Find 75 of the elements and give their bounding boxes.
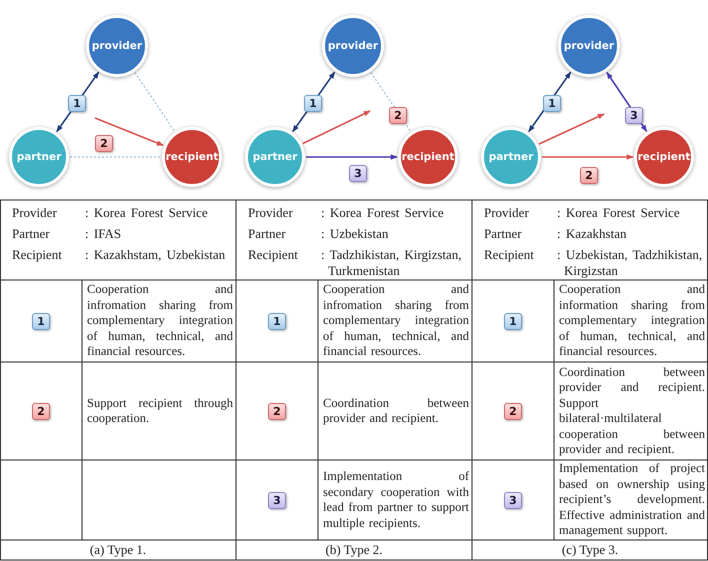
callout-number: 2	[504, 402, 522, 420]
node-label: recipient	[638, 151, 690, 163]
field-name: Partner	[484, 226, 522, 242]
recipient-circle	[162, 127, 222, 187]
callout-number: 2	[95, 134, 113, 152]
callout-number: 1	[268, 312, 286, 330]
field-value: : Uzbekistan, Tadzhikistan, Kirgizstan	[557, 247, 704, 279]
field-value: : Korea Forest Service	[557, 205, 681, 221]
field-value: : Kazakhstam, Uzbekistan	[85, 247, 226, 263]
callout-number: 2	[32, 402, 50, 420]
field-value: : Korea Forest Service	[85, 205, 209, 221]
description-text: Coordination between provider and recipient.	[323, 396, 469, 426]
arrow	[306, 154, 398, 160]
description-text: Cooperation and infromation sharing from complementary integration of human, technical, and financial resources.	[323, 282, 469, 360]
callout-number: 1	[32, 312, 50, 330]
node-label: partner	[488, 151, 534, 163]
partner-circle	[481, 127, 541, 187]
callout-number: 1	[543, 94, 561, 112]
arrow	[292, 72, 336, 132]
field-name: Recipient	[248, 247, 298, 263]
node-label: provider	[564, 40, 614, 52]
description-text: Cooperation and infromation sharing from complementary integration of human, technical, and financial resources.	[87, 282, 233, 360]
panel-caption: (b) Type 2.	[326, 542, 382, 558]
field-value: : Korea Forest Service	[321, 205, 445, 221]
field-value: : Tadzhikistan, Kirgizstan, Turkmenistan	[321, 247, 463, 279]
callout-number: 3	[349, 164, 367, 182]
callout-number: 3	[625, 106, 643, 124]
arrow	[56, 72, 100, 132]
description-text: Implementation of project based on ownership using recipient’s development. Effective administration and management support.	[559, 461, 705, 539]
description-text: Cooperation and information sharing from complementary integration of human, technical, and financial resources.	[559, 282, 705, 360]
provider-circle	[322, 15, 384, 77]
field-name: Partner	[12, 226, 50, 242]
node-label: provider	[92, 40, 142, 52]
callout-number: 2	[268, 402, 286, 420]
arrow	[538, 113, 605, 145]
dotted-line	[134, 72, 176, 132]
provider-circle	[86, 15, 148, 77]
description-text: Support recipient through cooperation.	[87, 396, 233, 426]
field-name: Recipient	[484, 247, 534, 263]
recipient-circle	[398, 127, 458, 187]
node-label: recipient	[166, 151, 218, 163]
callout-number: 1	[68, 94, 86, 112]
panel-caption: (a) Type 1.	[90, 542, 146, 558]
arrow	[542, 154, 634, 160]
arrow	[94, 117, 164, 146]
field-name: Provider	[248, 205, 293, 221]
field-value: : Uzbekistan	[321, 226, 390, 242]
arrow	[528, 72, 572, 132]
node-label: partner	[252, 151, 298, 163]
field-name: Recipient	[12, 247, 62, 263]
description-text: Coordination between provider and recipient. Support bilateral·multilateral cooperation between provider and recipient.	[559, 364, 705, 458]
field-name: Partner	[248, 226, 286, 242]
node-label: provider	[328, 40, 378, 52]
callout-number: 1	[504, 312, 522, 330]
callout-number: 2	[580, 166, 598, 184]
node-label: recipient	[402, 151, 454, 163]
panel-caption: (c) Type 3.	[562, 542, 618, 558]
callout-number: 2	[389, 106, 407, 124]
field-name: Provider	[12, 205, 57, 221]
partner-circle	[245, 127, 305, 187]
field-value: : IFAS	[85, 226, 122, 242]
provider-circle	[558, 15, 620, 77]
dotted-line	[70, 156, 162, 158]
dotted-line	[370, 72, 412, 132]
partner-circle	[9, 127, 69, 187]
arrow	[606, 72, 648, 132]
field-value: : Kazakhstan	[557, 226, 628, 242]
callout-number: 3	[268, 492, 286, 508]
node-label: partner	[16, 151, 62, 163]
callout-number: 3	[504, 492, 522, 508]
recipient-circle	[634, 127, 694, 187]
callout-number: 1	[304, 94, 322, 112]
description-text: Implementation of secondary cooperation with lead from partner to support multiple recipients.	[323, 469, 469, 531]
arrow	[302, 110, 371, 144]
field-name: Provider	[484, 205, 529, 221]
